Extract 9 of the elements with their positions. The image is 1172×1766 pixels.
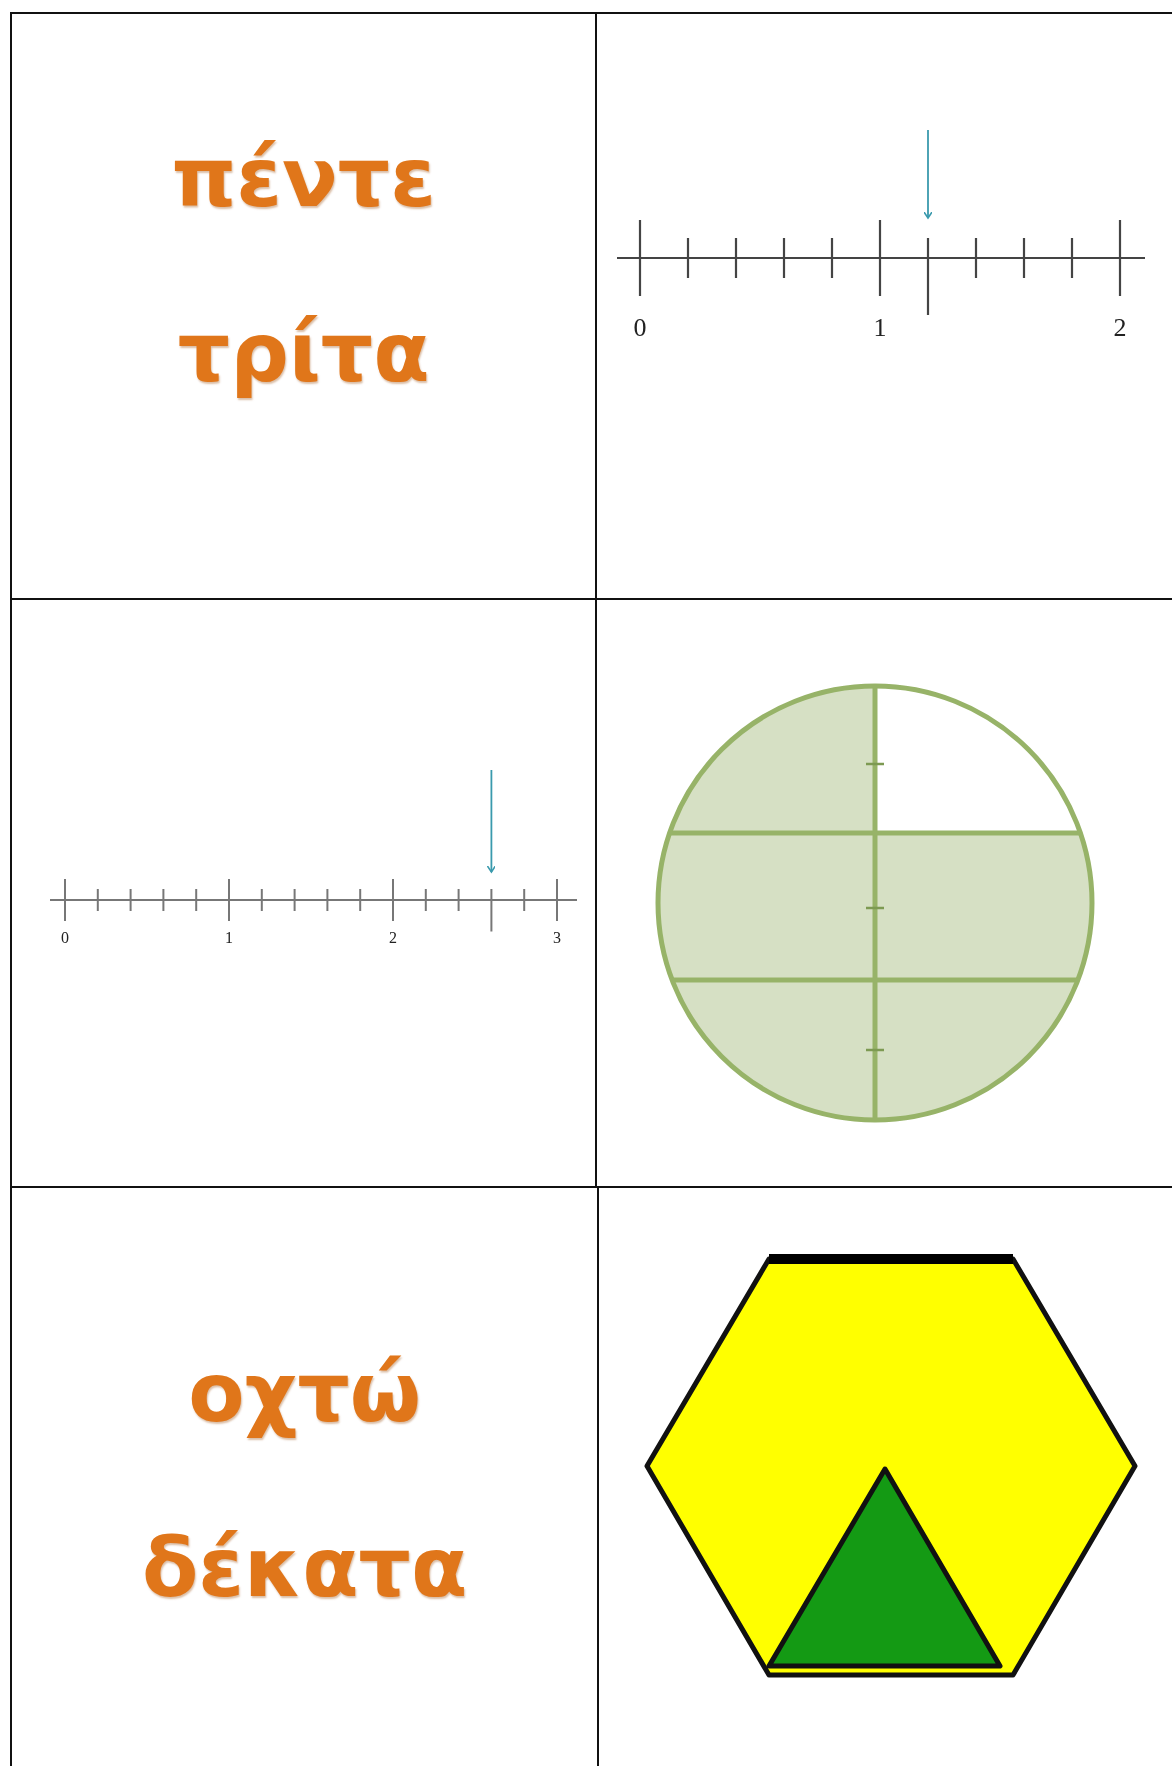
tick-label: 1	[225, 930, 233, 946]
tick-label: 2	[389, 930, 397, 946]
tick-label: 1	[873, 315, 887, 341]
fraction-words: οχτώ δέκατα	[142, 1344, 468, 1617]
tick-label: 0	[61, 930, 69, 946]
tick-label: 3	[553, 930, 561, 946]
tick-label: 0	[633, 315, 647, 341]
fraction-words: πέντε τρίτα	[171, 129, 436, 402]
tick-label: 2	[1113, 315, 1127, 341]
